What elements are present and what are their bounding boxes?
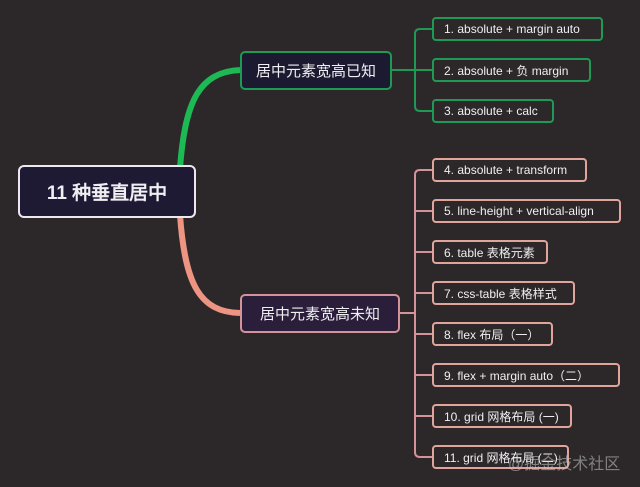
branch2-bracket: [400, 169, 432, 458]
root-to-branch2-connector: [177, 214, 241, 316]
leaf-node[interactable]: 4. absolute + transform: [432, 158, 587, 182]
leaf-node[interactable]: 6. table 表格元素: [432, 240, 548, 264]
branch1-bracket: [392, 28, 432, 112]
leaf-node[interactable]: 10. grid 网格布局 (一): [432, 404, 572, 428]
leaf-node[interactable]: 2. absolute + 负 margin: [432, 58, 591, 82]
leaf-node[interactable]: 11. grid 网格布局 (二): [432, 445, 569, 469]
branch-node-known-size[interactable]: 居中元素宽高已知: [240, 51, 392, 90]
watermark: @掘金技术社区: [508, 456, 621, 473]
leaf-node[interactable]: 8. flex 布局（一）: [432, 322, 553, 346]
leaf-node[interactable]: 7. css-table 表格样式: [432, 281, 575, 305]
root-to-branch1-connector: [177, 67, 241, 169]
leaf-node[interactable]: 9. flex + margin auto（二）: [432, 363, 620, 387]
root-node[interactable]: 11 种垂直居中: [18, 165, 196, 218]
leaf-node[interactable]: 1. absolute + margin auto: [432, 17, 603, 41]
leaf-node[interactable]: 5. line-height + vertical-align: [432, 199, 621, 223]
leaf-node[interactable]: 3. absolute + calc: [432, 99, 554, 123]
branch-node-unknown-size[interactable]: 居中元素宽高未知: [240, 294, 400, 333]
